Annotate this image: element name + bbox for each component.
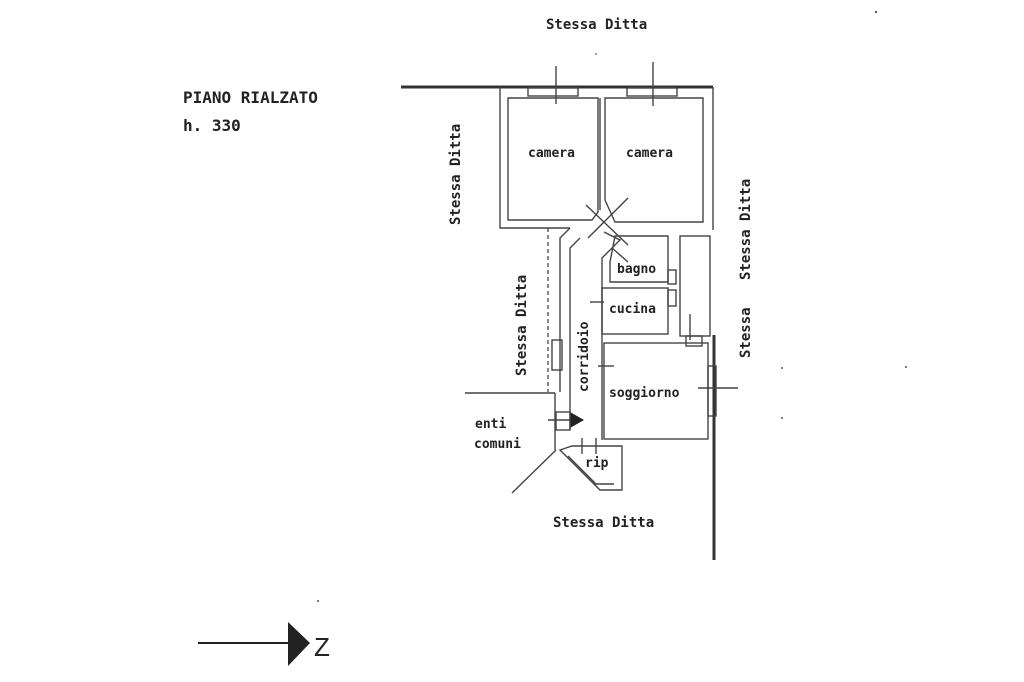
- common-areas-label-line1: enti: [475, 417, 506, 432]
- room-label-camera-2: camera: [626, 146, 673, 161]
- room-label-corridoio: corridoio: [577, 321, 592, 392]
- kitchen-room: [590, 287, 677, 335]
- neighbor-label-bottom: Stessa Ditta: [553, 515, 654, 531]
- neighbor-label-left-lower: Stessa Ditta: [514, 275, 530, 376]
- bathroom-room: [609, 235, 677, 285]
- outer-walls: [401, 85, 716, 560]
- service-strip: [679, 235, 711, 340]
- corridor-walls: [547, 227, 622, 440]
- room-label-soggiorno: soggiorno: [609, 386, 680, 401]
- plan-title: PIANO RIALZATO: [183, 88, 318, 107]
- scan-specks: [317, 10, 907, 602]
- bedroom-block: [499, 62, 704, 246]
- north-arrow: Z: [198, 622, 330, 666]
- room-label-bagno: bagno: [617, 262, 656, 277]
- arrow-head-icon: [288, 622, 310, 666]
- room-label-rip: rip: [585, 456, 609, 471]
- living-room: [598, 335, 738, 440]
- common-areas-label-line2: comuni: [474, 437, 521, 452]
- compass-label: Z: [314, 632, 330, 662]
- plan-height: h. 330: [183, 116, 241, 135]
- neighbor-label-left-upper: Stessa Ditta: [448, 124, 464, 225]
- storage-room: [558, 438, 623, 491]
- room-label-camera-1: camera: [528, 146, 575, 161]
- entrance-arrow: [548, 411, 584, 431]
- neighbor-label-top: Stessa Ditta: [546, 17, 647, 33]
- neighbor-label-right-upper: Stessa Ditta: [738, 179, 754, 280]
- neighbor-label-right-lower: Stessa: [738, 307, 754, 358]
- room-label-cucina: cucina: [609, 302, 656, 317]
